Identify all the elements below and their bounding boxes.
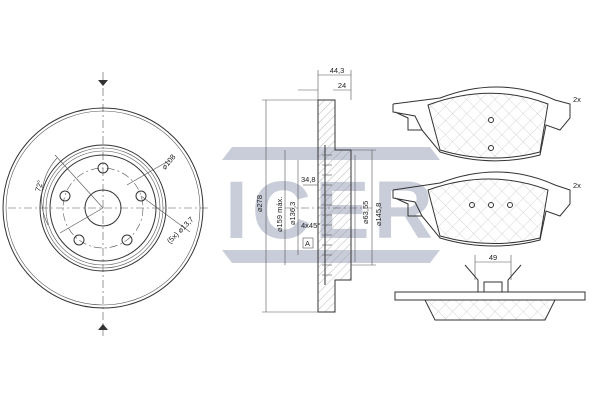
dim-disc-thickness: 24 [338, 81, 346, 90]
dim-hat-diameter: ⌀159 máx. [275, 197, 284, 232]
disc-outer-edge [2, 107, 204, 309]
pad-top-qty: 2x [573, 95, 581, 104]
pad-backing-plate [394, 291, 586, 301]
section-hatched-body [317, 99, 352, 313]
dim-hat-inner: ⌀145,8 [374, 203, 383, 226]
disc-section-view: 44,3 24 ⌀278 ⌀159 máx. ⌀136,3 [255, 66, 383, 313]
bolt-holes [59, 162, 147, 246]
pad-side-view: 49 [394, 253, 586, 321]
pad-bottom-friction [427, 178, 549, 245]
center-bore [84, 189, 122, 227]
brake-pad-top: 2x [392, 86, 581, 162]
dim-outer-diameter: ⌀278 [255, 195, 264, 212]
pad-friction-side [424, 299, 556, 321]
dim-pad-thickness: 49 [489, 253, 497, 262]
dim-hub-outer: ⌀136,3 [288, 202, 297, 225]
detail-marker-box [302, 237, 314, 249]
pad-bottom-qty: 2x [573, 181, 581, 190]
pad-top-friction [427, 92, 549, 159]
dim-total-thickness: 44,3 [330, 66, 345, 75]
detail-marker: A [305, 239, 310, 248]
vent-ticks [322, 154, 332, 276]
brake-pad-bottom: 2x [392, 171, 581, 247]
pcd-label: ⌀108 [160, 152, 178, 171]
bolt-hole-label: (5x) ⌀13,7 [165, 215, 195, 245]
dim-center-bore: ⌀63,55 [361, 201, 370, 224]
dim-offset: 34,8 [301, 175, 316, 184]
disc-front-view: 72° ⌀108 (5x) ⌀13,7 [2, 72, 210, 336]
dim-chamfer: 4x45° [301, 221, 320, 230]
pad-clip [464, 264, 522, 293]
angle-label: 72° [33, 179, 45, 192]
disc-hat [49, 154, 157, 262]
